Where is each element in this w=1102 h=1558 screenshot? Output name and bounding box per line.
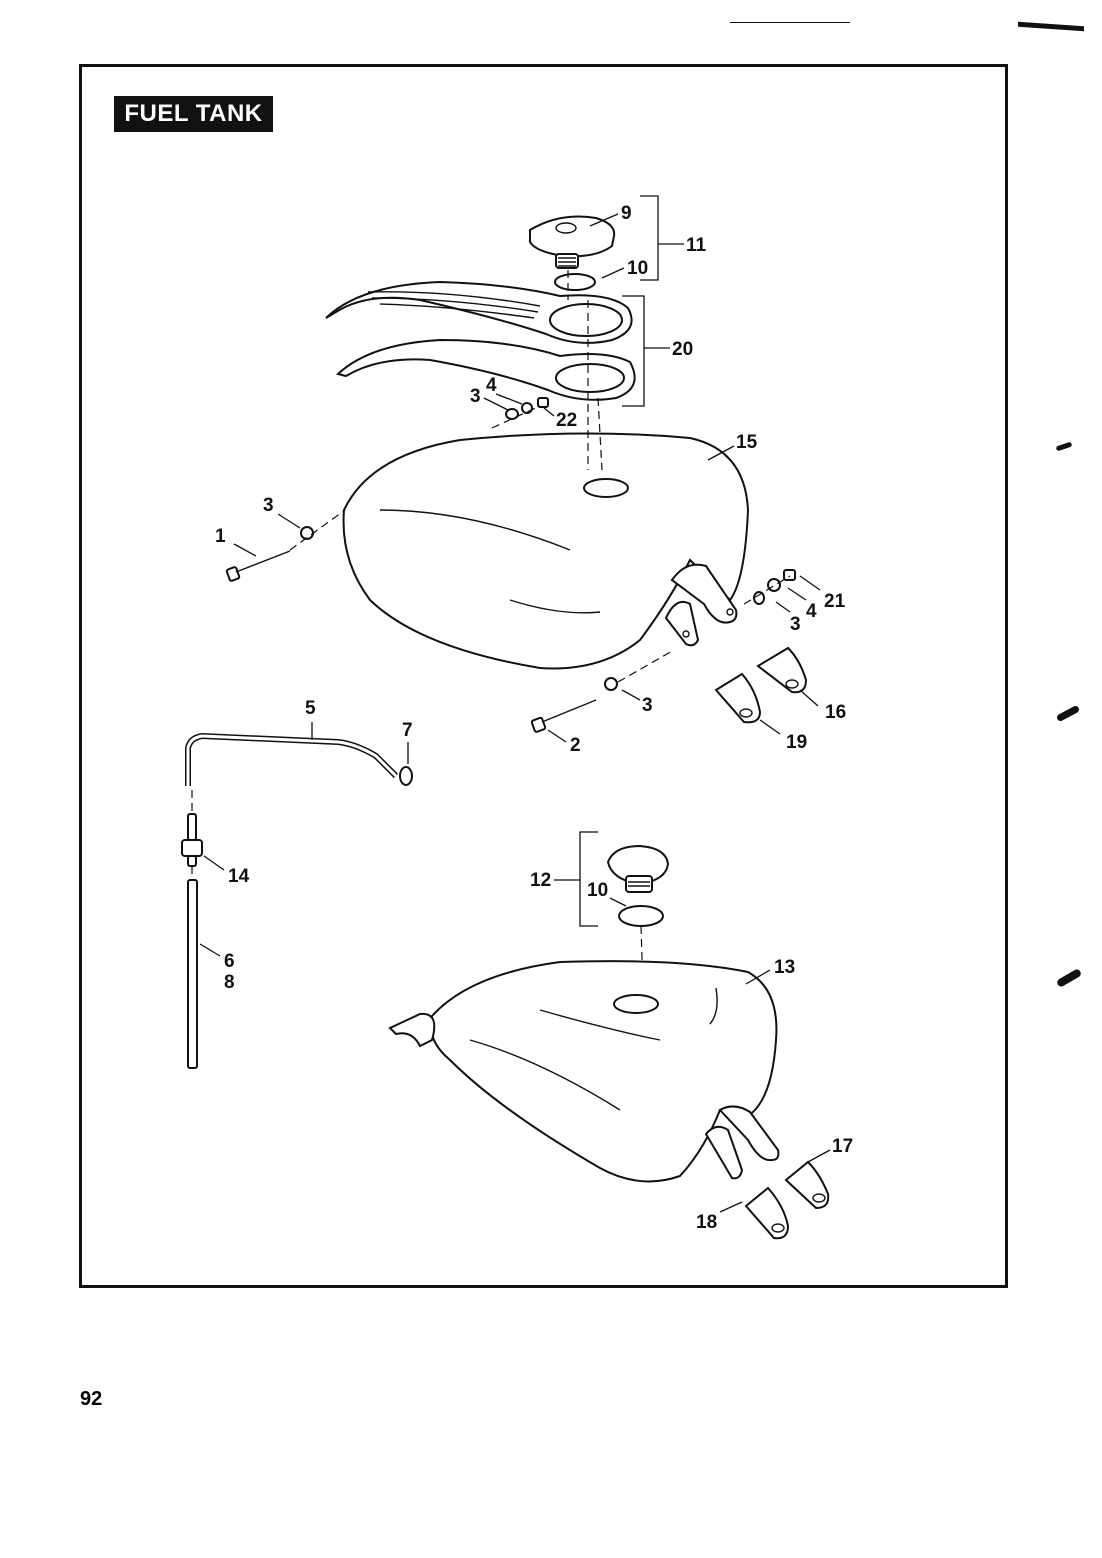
- scan-mark: [730, 22, 850, 23]
- washer-3-right: [753, 591, 765, 605]
- bracket-18: [744, 1186, 790, 1240]
- fuel-tank-13: [388, 960, 780, 1183]
- callout-14: 14: [228, 866, 250, 887]
- washer-3-top: [505, 408, 519, 420]
- bracket-16: [756, 646, 808, 694]
- callout-6: 6: [224, 951, 235, 972]
- lockwasher-4-top: [521, 402, 533, 414]
- callout-3-right: 3: [790, 614, 801, 635]
- callout-10-upper: 10: [627, 258, 648, 279]
- callout-22: 22: [556, 410, 577, 431]
- lockwasher-4-right: [767, 578, 781, 592]
- nut-22: [537, 397, 549, 408]
- callout-15: 15: [736, 432, 758, 453]
- callout-3-left: 3: [263, 495, 274, 516]
- callout-9: 9: [621, 203, 632, 224]
- diagram-frame: [79, 64, 1008, 1288]
- section-title-badge: FUEL TANK: [114, 96, 273, 132]
- callout-19: 19: [786, 732, 807, 753]
- callout-4-top: 4: [486, 375, 497, 396]
- callout-20: 20: [672, 339, 693, 360]
- callout-18: 18: [696, 1212, 717, 1233]
- bracket-17: [784, 1160, 830, 1210]
- fuel-tank-15: [342, 432, 750, 670]
- callout-16: 16: [825, 702, 846, 723]
- callout-8: 8: [224, 972, 235, 993]
- callout-3-bottom: 3: [642, 695, 653, 716]
- callout-1: 1: [215, 526, 226, 547]
- callout-12: 12: [530, 870, 551, 891]
- page-number: 92: [80, 1388, 103, 1410]
- bolt-2: [530, 699, 597, 733]
- callout-21: 21: [824, 591, 846, 612]
- bracket-19: [714, 672, 762, 724]
- tank-console-upper: [325, 280, 633, 344]
- nut-21: [783, 569, 796, 581]
- callout-17: 17: [832, 1136, 853, 1157]
- fuel-valve-14: [181, 813, 203, 867]
- callout-4-right: 4: [806, 601, 817, 622]
- callout-10-lower: 10: [587, 880, 608, 901]
- callout-2: 2: [570, 735, 581, 756]
- bolt-1: [225, 550, 291, 582]
- callout-13: 13: [774, 957, 795, 978]
- callout-7: 7: [402, 720, 413, 741]
- washer-3-left: [300, 526, 314, 540]
- cap-gasket-lower: [618, 905, 664, 927]
- fuel-cap-vented: [529, 215, 616, 269]
- crossover-tube-5: [185, 732, 413, 786]
- callout-3-top: 3: [470, 386, 481, 407]
- washer-3-bottom: [604, 677, 618, 691]
- cap-gasket: [554, 273, 596, 291]
- callout-11: 11: [686, 235, 707, 256]
- tank-console-lower: [335, 338, 636, 401]
- fuel-hose-6-8: [187, 879, 198, 1069]
- callout-5: 5: [305, 698, 316, 719]
- fuel-cap-12: [606, 844, 670, 893]
